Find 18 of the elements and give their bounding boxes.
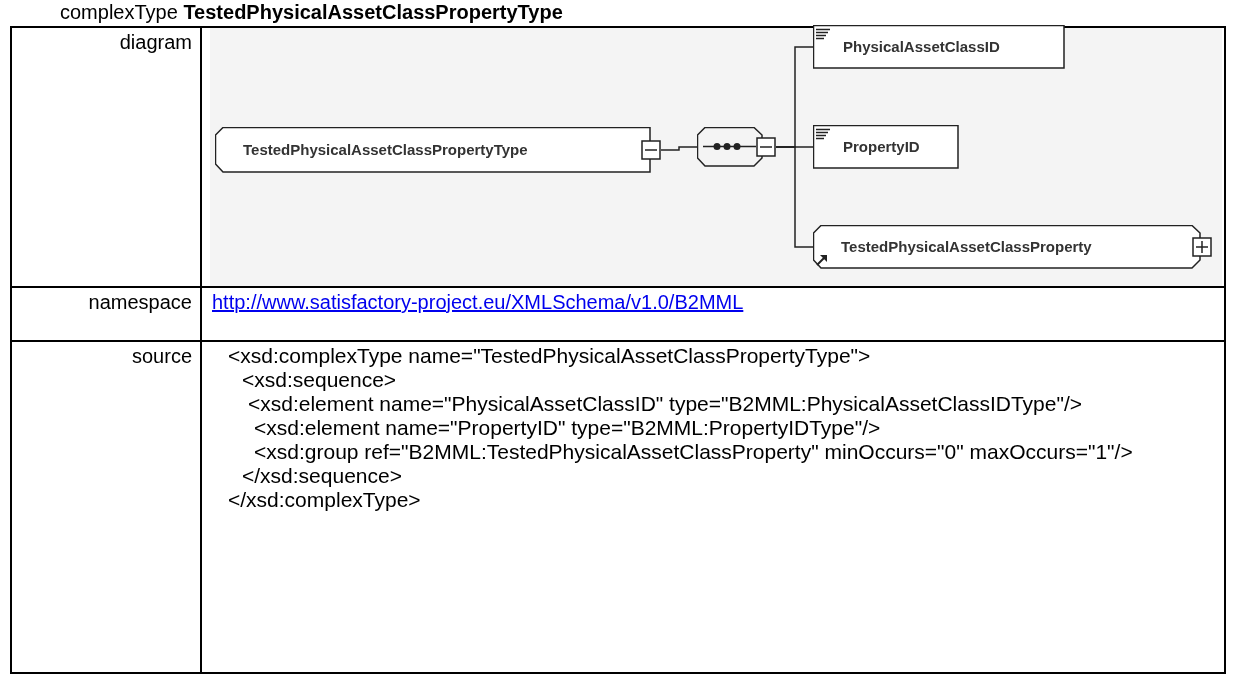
code-line: <xsd:group ref="B2MML:TestedPhysicalAssetClassProperty" minOccurs="0" maxOccurs="1"/> [253, 440, 1134, 464]
code-line: <xsd:element name="PropertyID" type="B2MML:PropertyIDType"/> [253, 416, 882, 440]
connector-line [660, 146, 698, 151]
connector-line [775, 146, 814, 248]
code-line: <xsd:sequence> [241, 368, 398, 392]
node-label: PhysicalAssetClassID [843, 37, 1000, 57]
row-header: diagram [118, 30, 192, 54]
code-line: </xsd:complexType> [227, 488, 422, 512]
code-line: </xsd:sequence> [241, 464, 403, 488]
code-line: <xsd:complexType name="TestedPhysicalAssetClassPropertyType"> [227, 344, 872, 368]
node-label: TestedPhysicalAssetClassProperty [841, 237, 1092, 257]
node-label: TestedPhysicalAssetClassPropertyType [243, 140, 528, 160]
row-header: namespace [87, 290, 192, 314]
node-label: PropertyID [843, 137, 920, 157]
namespace-link: http://www.satisfactory-project.eu/XMLSchema/v1.0/B2MML [212, 290, 744, 314]
row-header: source [130, 344, 192, 368]
code-line: <xsd:element name="PhysicalAssetClassID" type="B2MML:PhysicalAssetClassIDType"/> [247, 392, 1083, 416]
page-title: complexType TestedPhysicalAssetClassPropertyType [60, 0, 563, 24]
